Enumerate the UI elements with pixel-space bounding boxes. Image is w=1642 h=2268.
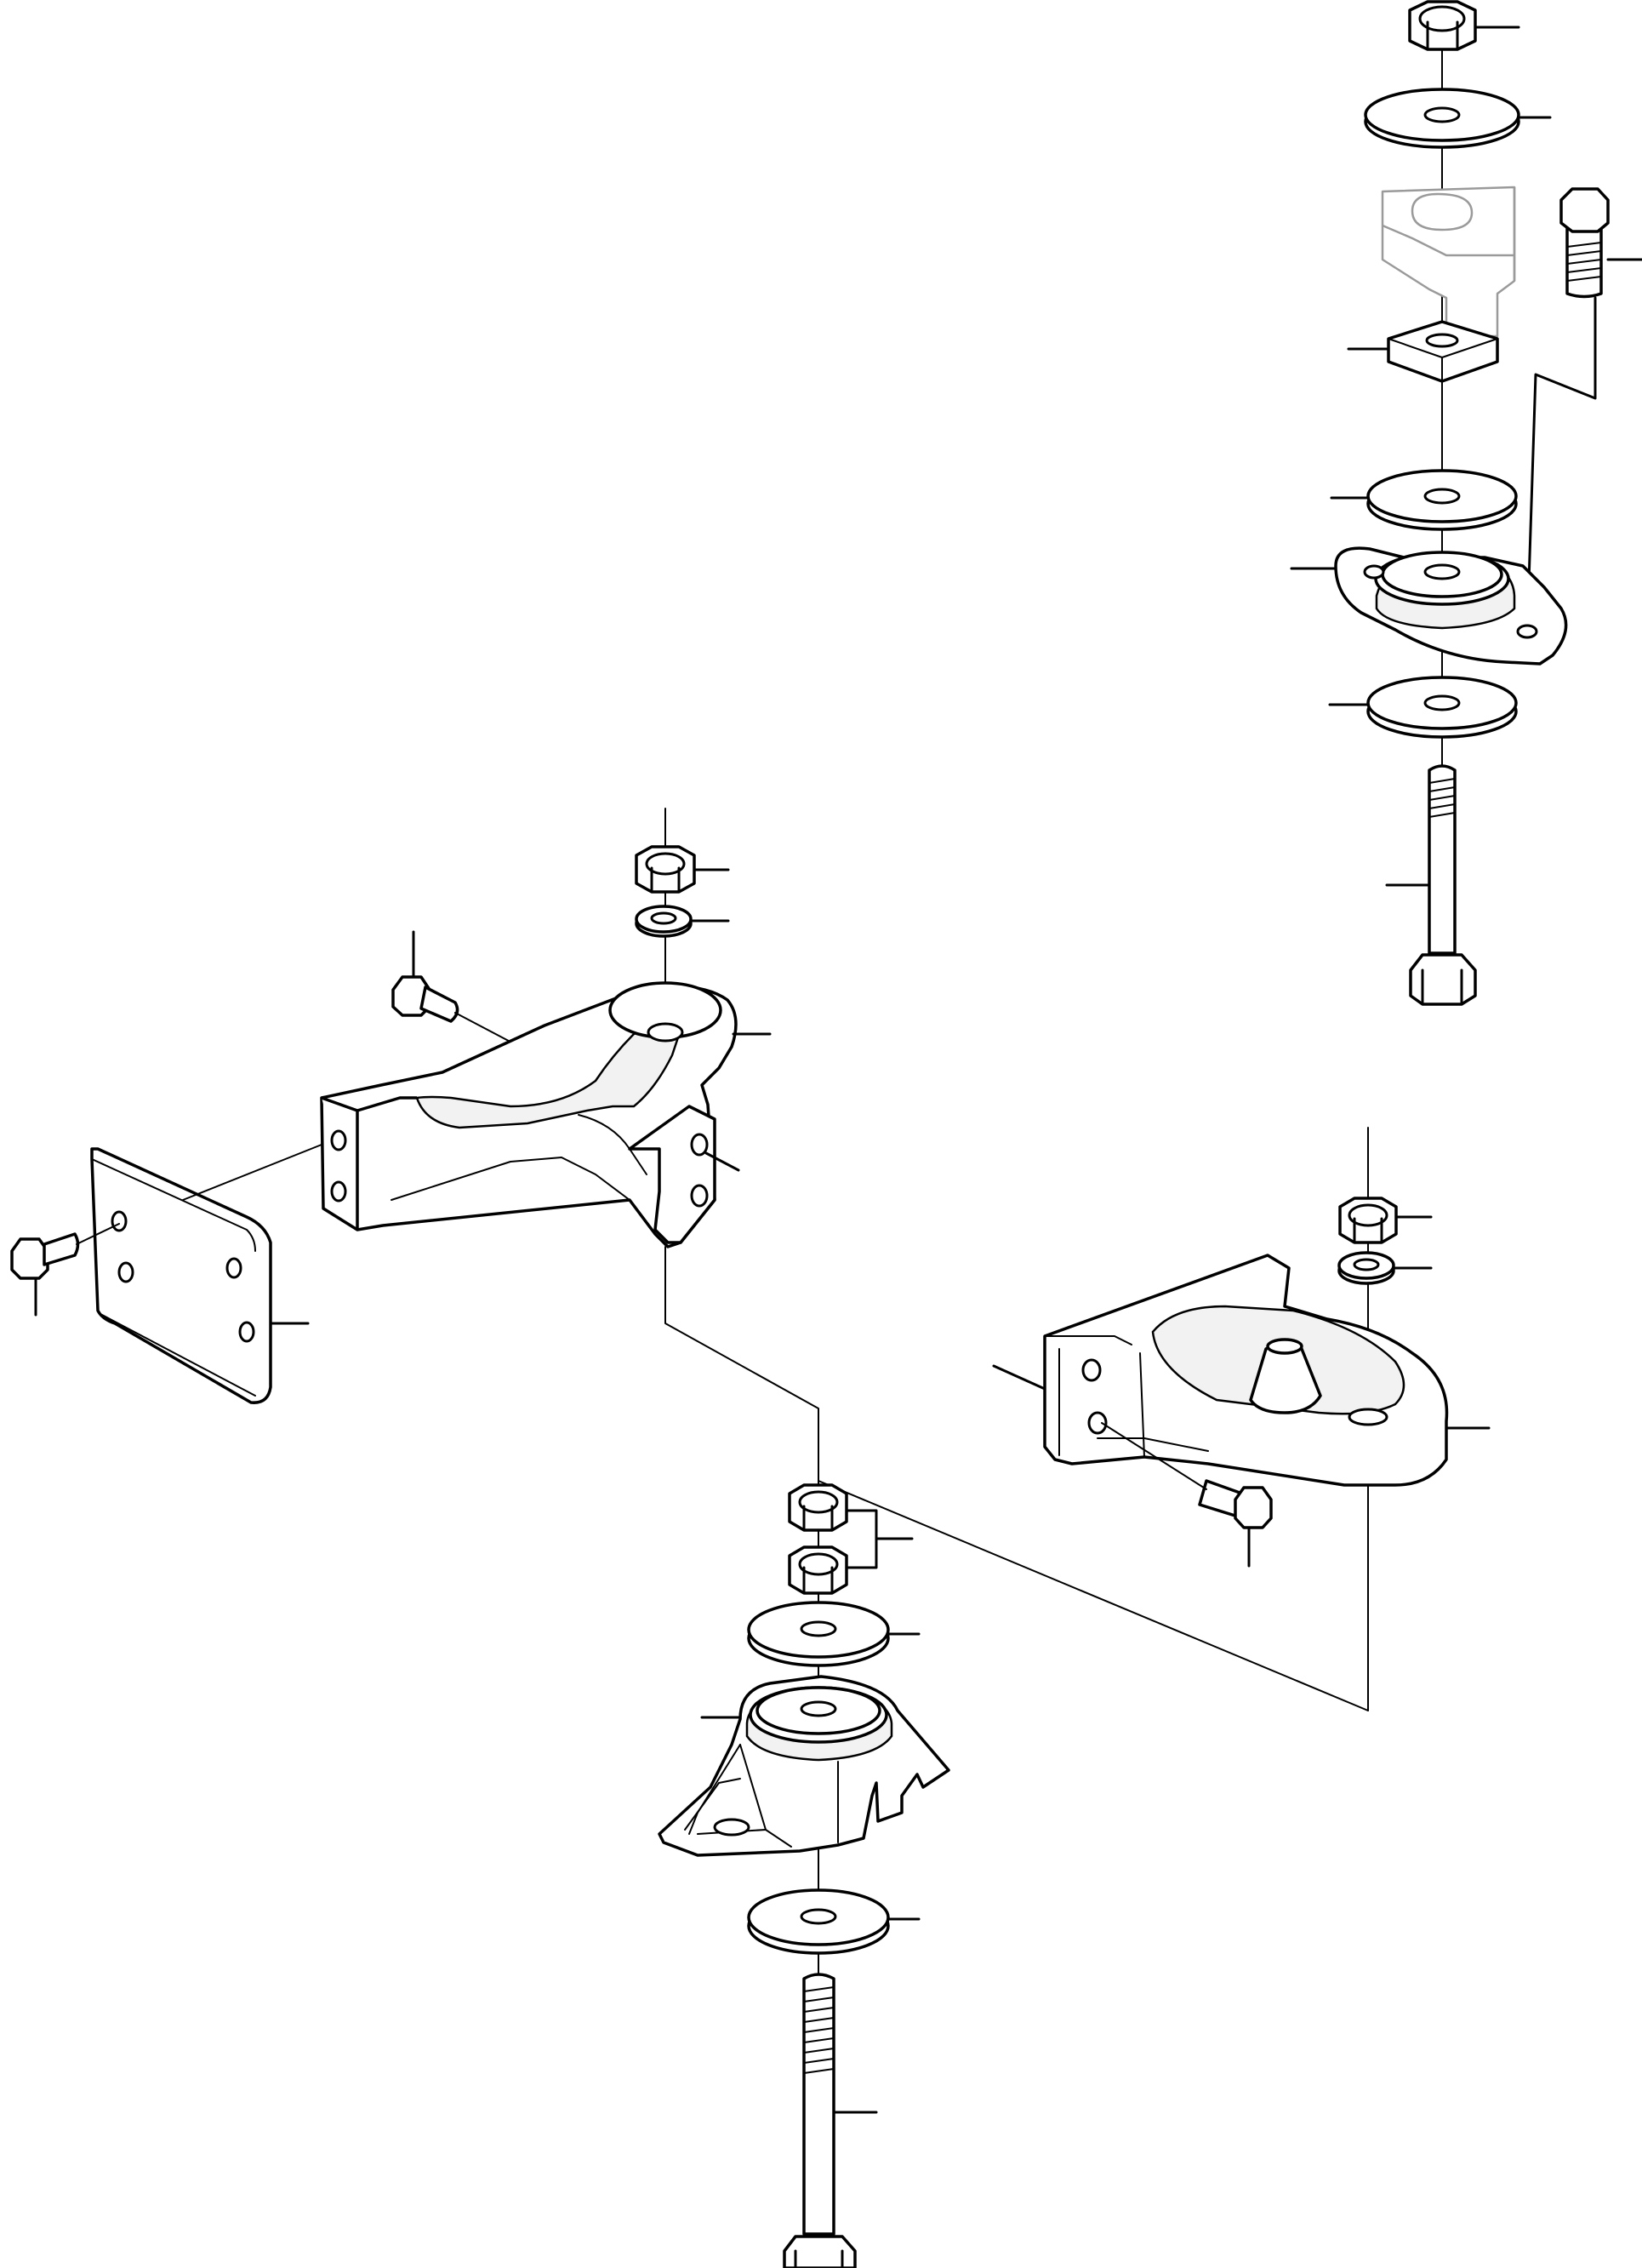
leader-line <box>992 1364 1046 1391</box>
flat-washer <box>1366 676 1518 739</box>
screw-path-line <box>76 1223 120 1245</box>
flat-washer <box>1366 469 1518 531</box>
flat-washer <box>747 1888 890 1955</box>
lock-washer <box>1337 1251 1395 1285</box>
square-spacer <box>1387 320 1499 383</box>
leader-line <box>704 1151 740 1172</box>
rubber-mount <box>1334 546 1568 666</box>
mounting-plate <box>90 1147 272 1404</box>
long-hex-bolt <box>1409 764 1477 1006</box>
long-hex-bolt <box>783 1973 857 2268</box>
side-bracket <box>1043 1254 1449 1487</box>
hex-nut <box>635 845 696 894</box>
rubber-mount-bracket <box>658 1675 950 1857</box>
hex-nut <box>1408 0 1477 51</box>
hex-nut <box>1338 1197 1398 1244</box>
hex-nut <box>788 1545 848 1595</box>
cap-screw <box>1198 1479 1273 1529</box>
side-mount-assembly <box>992 1127 1491 1711</box>
flat-washer <box>747 1601 890 1667</box>
rear-mount-assembly <box>1290 0 1642 1006</box>
flat-washer <box>1364 88 1520 149</box>
flange-bolt <box>1559 187 1610 299</box>
plate-path-line <box>182 1144 322 1201</box>
cap-screw <box>10 1232 80 1280</box>
lock-washer <box>635 905 693 938</box>
assembly-path-line <box>664 1246 1369 1711</box>
bracket-leader <box>845 1509 914 1569</box>
cap-screw <box>391 975 459 1023</box>
bolt-path-line <box>1525 296 1597 636</box>
hex-nut <box>788 1483 848 1532</box>
ghosted-frame-bracket <box>1381 186 1516 338</box>
front-mount-assembly <box>10 808 1369 1711</box>
center-mount-assembly <box>658 1480 950 2268</box>
screw-path-line <box>1101 1422 1207 1490</box>
front-bracket <box>320 981 738 1248</box>
